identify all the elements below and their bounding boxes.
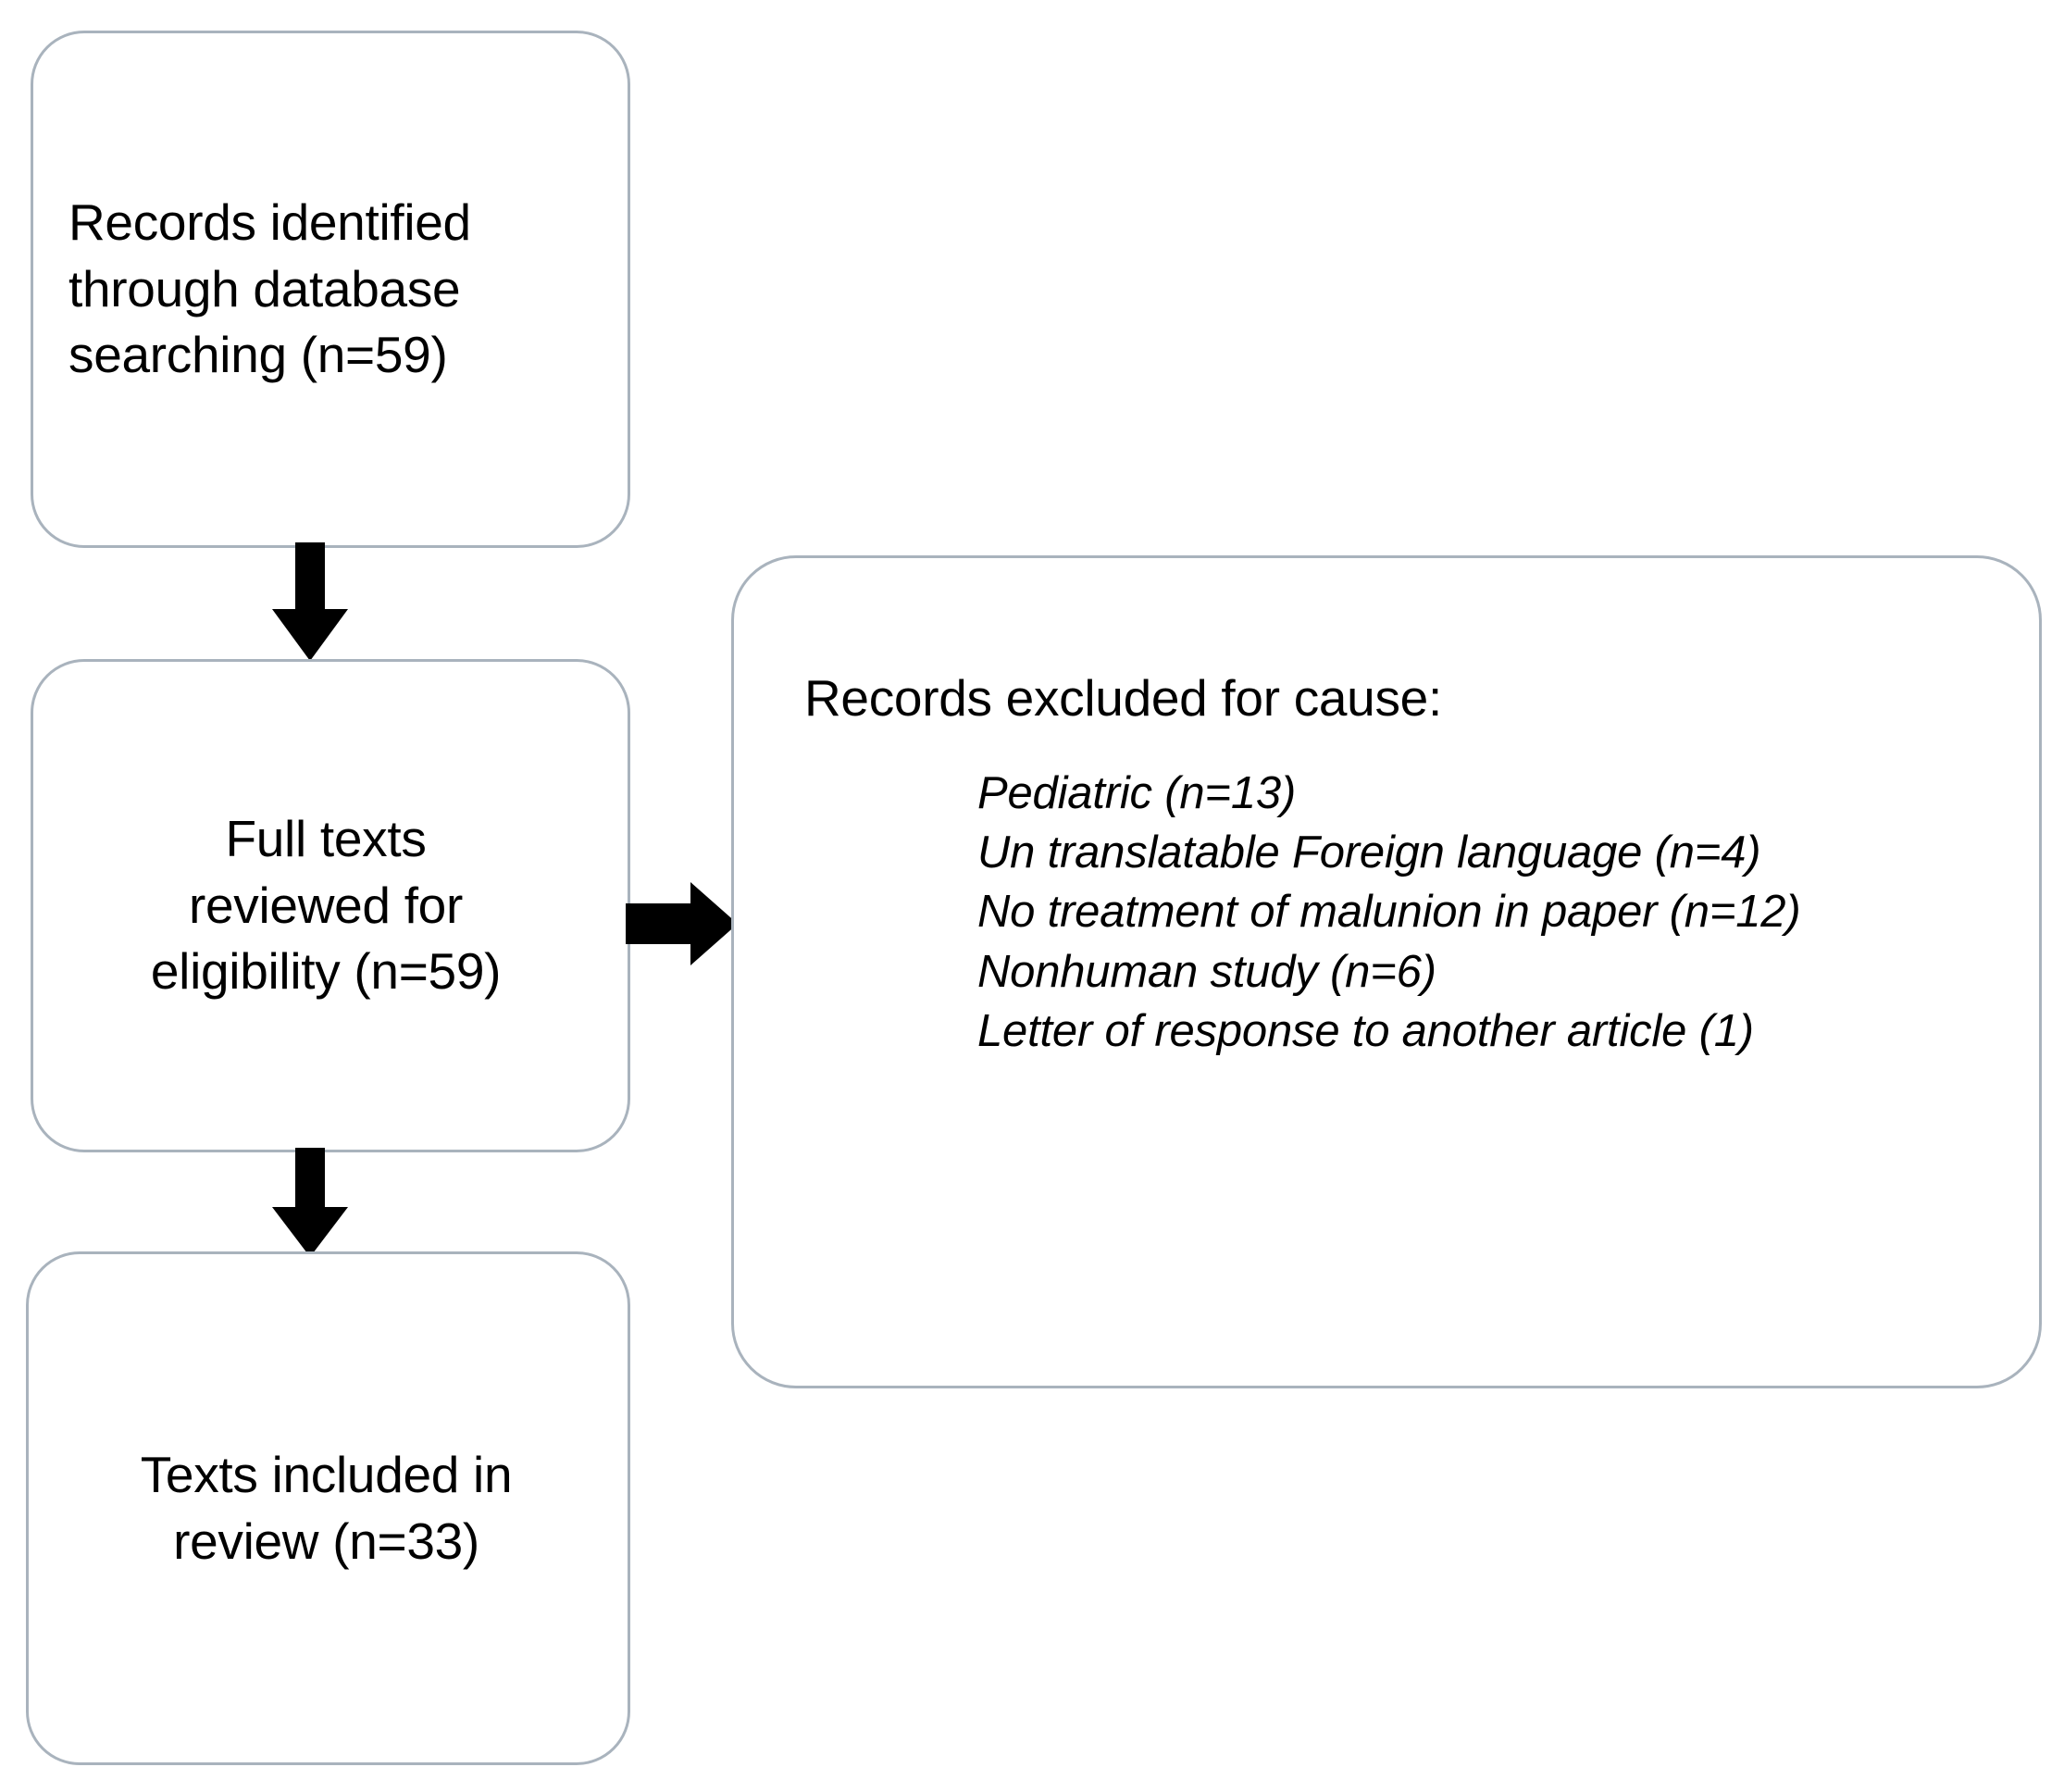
arrow-fulltext-to-included-icon [268,1148,352,1259]
records-identified-line-2: through database [68,259,461,317]
arrow-fulltext-to-excluded-icon [626,879,740,968]
texts-included-text: Texts included in review (n=33) [29,1442,628,1574]
records-excluded-reason-item: Nonhuman study (n=6) [977,946,1436,997]
texts-included-line-1: Texts included in [140,1446,513,1503]
node-records-identified: Records identified through database sear… [31,31,630,548]
arrow-identified-to-fulltext-icon [268,542,352,663]
node-full-texts-reviewed: Full texts reviewed for eligibility (n=5… [31,659,630,1152]
full-texts-reviewed-line-3: eligibility (n=59) [150,942,502,1001]
records-excluded-reason-item: Pediatric (n=13) [977,768,1297,818]
node-records-excluded: Records excluded for cause: Pediatric (n… [731,555,2042,1388]
records-excluded-reason-item: Un translatable Foreign language (n=4) [977,828,1761,878]
records-excluded-reason-item: No treatment of malunion in paper (n=12) [977,887,1801,938]
records-identified-line-3: searching (n=59) [68,326,448,384]
records-excluded-reason-list: Pediatric (n=13) Un translatable Foreign… [804,764,2039,1061]
records-identified-text: Records identified through database sear… [33,190,628,389]
records-excluded-reason-item: Letter of response to another article (1… [977,1005,1754,1056]
records-identified-line-1: Records identified [68,193,471,252]
full-texts-reviewed-text: Full texts reviewed for eligibility (n=5… [33,806,628,1005]
node-texts-included: Texts included in review (n=33) [26,1251,630,1765]
full-texts-reviewed-line-2: reviewed for [189,876,463,934]
records-excluded-heading: Records excluded for cause: [804,669,1442,727]
records-excluded-content: Records excluded for cause: Pediatric (n… [734,558,2039,1061]
full-texts-reviewed-line-1: Full texts [225,810,427,868]
texts-included-line-2: review (n=33) [173,1512,479,1570]
